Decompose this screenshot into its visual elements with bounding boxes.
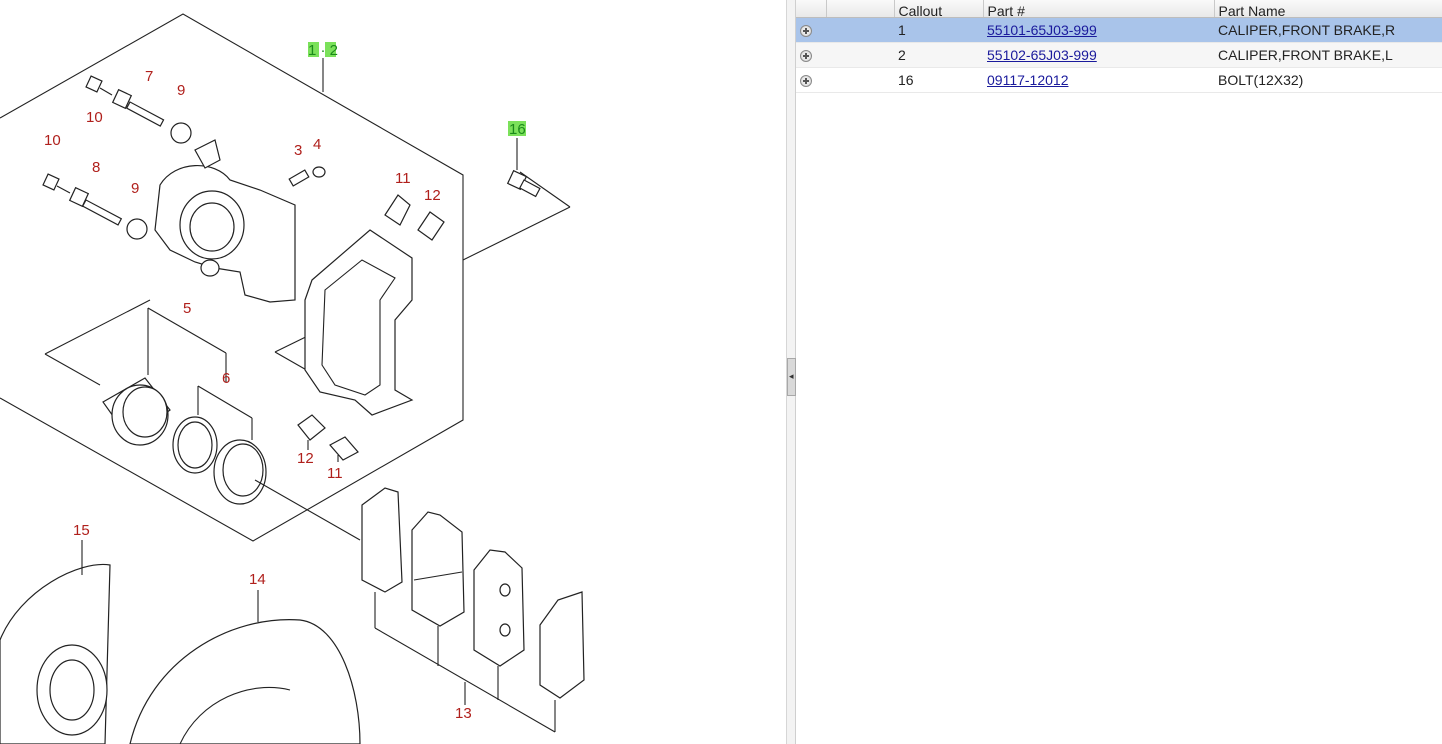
table-header-row: Callout Part # Part Name (796, 0, 1442, 18)
table-row[interactable]: 16 09117-12012 BOLT(12X32) (796, 67, 1442, 93)
expand-row-icon[interactable] (800, 25, 812, 38)
column-header-part-name[interactable]: Part Name (1214, 0, 1442, 18)
bolt-10-upper (85, 75, 113, 96)
column-header-expand[interactable] (796, 0, 827, 18)
callout-10[interactable]: 10 (86, 109, 103, 126)
callout-12[interactable]: 12 (297, 450, 314, 467)
callout-11[interactable]: 11 (395, 170, 411, 187)
column-header-part-number[interactable]: Part # (983, 0, 1215, 18)
callout-3[interactable]: 3 (294, 142, 302, 159)
part-number-link[interactable]: 55101-65J03-999 (987, 22, 1097, 38)
boot-9-lower (126, 218, 148, 240)
callout-11[interactable]: 11 (327, 465, 343, 482)
parts-table: Callout Part # Part Name 1 55101-65J03-9… (796, 0, 1442, 93)
caliper-body (154, 139, 296, 303)
row-part-name: CALIPER,FRONT BRAKE,R (1214, 17, 1442, 43)
expand-row-icon[interactable] (800, 75, 812, 88)
bolt-16 (506, 138, 541, 198)
guide-pin-7 (111, 88, 165, 127)
callout-4[interactable]: 4 (313, 136, 321, 153)
bolt-10-lower (42, 173, 71, 194)
callout-15[interactable]: 15 (73, 522, 90, 539)
caliper-bracket (304, 229, 414, 416)
guide-pin-8 (68, 186, 123, 226)
brake-caliper-exploded-view: 1 · 2 16 7 9 10 10 8 9 3 4 11 12 5 6 12 … (0, 13, 585, 744)
callout-10[interactable]: 10 (44, 132, 61, 149)
row-part-name: CALIPER,FRONT BRAKE,L (1214, 42, 1442, 68)
part-number-link[interactable]: 09117-12012 (987, 72, 1069, 88)
piston (102, 377, 171, 446)
panel-splitter[interactable]: ◂ (786, 0, 796, 744)
callout-12[interactable]: 12 (424, 187, 441, 204)
table-row[interactable]: 2 55102-65J03-999 CALIPER,FRONT BRAKE,L (796, 42, 1442, 68)
callout-8[interactable]: 8 (92, 159, 100, 176)
table-row[interactable]: 1 55101-65J03-999 CALIPER,FRONT BRAKE,R (796, 17, 1442, 43)
collapse-handle[interactable]: ◂ (787, 358, 796, 396)
parts-diagram: 1 · 2 16 7 9 10 10 8 9 3 4 11 12 5 6 12 … (0, 13, 585, 744)
row-part-name: BOLT(12X32) (1214, 67, 1442, 93)
callout-14[interactable]: 14 (249, 571, 266, 588)
boot-9-upper (170, 122, 192, 144)
callout-9[interactable]: 9 (131, 180, 139, 197)
column-header-blank[interactable] (826, 0, 895, 18)
expand-row-icon[interactable] (800, 50, 812, 63)
collapse-arrow-icon: ◂ (789, 371, 794, 381)
dust-shield (0, 540, 111, 744)
callout-6[interactable]: 6 (222, 370, 230, 387)
column-header-callout[interactable]: Callout (894, 0, 984, 18)
row-callout: 1 (894, 17, 983, 43)
part-number-link[interactable]: 55102-65J03-999 (987, 47, 1097, 63)
callout-7[interactable]: 7 (145, 68, 153, 85)
row-callout: 16 (894, 67, 983, 93)
brake-rotor (129, 590, 361, 744)
callout-9[interactable]: 9 (177, 82, 185, 99)
callout-1-2[interactable]: 1 · 2 (308, 42, 338, 59)
parts-list-panel: Callout Part # Part Name 1 55101-65J03-9… (796, 0, 1442, 744)
callout-5[interactable]: 5 (183, 300, 191, 317)
callout-13[interactable]: 13 (455, 705, 472, 722)
callout-16[interactable]: 16 (509, 121, 526, 138)
row-callout: 2 (894, 42, 983, 68)
